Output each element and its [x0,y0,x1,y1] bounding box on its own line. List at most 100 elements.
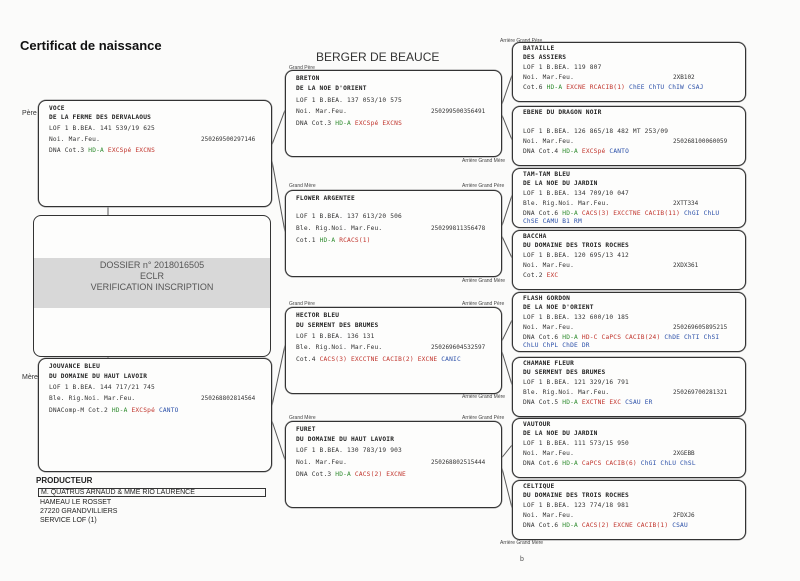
ag-name: EBENE DU DRAGON NOIR [523,109,602,116]
great-grandparent-box: EBENE DU DRAGON NOIR LOF 1 B.BEA. 126 865… [512,106,746,166]
mere-name: JOUVANCE BLEU [49,363,101,370]
title-segment: HD-A [562,522,582,529]
label-agp-4: Arrière Grand Père [462,415,505,421]
label-agp-3: Arrière Grand Père [462,301,505,307]
ag-kennel: DE LA NOE DU JARDIN [523,430,598,437]
label-grand-mere-2: Grand Mère [289,415,316,421]
page-title: Certificat de naissance [20,38,162,53]
ag-lof: LOF 1 B.BEA. 120 695/13 412 [523,252,629,259]
title-segment: HD-A [562,460,582,467]
ag-kennel: DE LA NOE D'ORIENT [523,304,594,311]
mere-color: Ble. Rig.Noi. Mar.Feu. [49,395,136,402]
title-segment: EXCSpé [131,407,159,414]
title-segment: CACS(2) EXCNE [354,471,406,478]
label-grand-pere-1: Grand Père [289,65,315,71]
dossier-status: VERIFICATION INSCRIPTION [90,282,214,292]
gm1-chip: 250299811356478 [431,225,486,232]
ag-titles: Cot.2 EXC [523,272,737,280]
title-segment: HD-A [562,210,582,217]
pere-chip: 250269500297146 [201,136,256,143]
gm1-color: Ble. Rig.Noi. Mar.Feu. [296,225,383,232]
gp1-chip: 250299500356491 [431,108,486,115]
footer-mark: b [520,556,524,563]
gp1-titles: DNA Cot.3 HD-A EXCSpé EXCNS [296,120,402,127]
ag-name: BATAILLE [523,45,555,52]
ag-lof: LOF 1 B.BEA. 126 865/18 482 MT 253/09 [523,128,669,135]
ag-titles: DNA Cot.6 HD-A HD-C CaPCS CACIB(24) ChDE… [523,334,737,350]
pere-box: VOCE DE LA FERME DES DERVALAOUS LOF 1 B.… [38,100,272,207]
label-agm-3: Arrière Grand Mère [462,394,506,400]
title-segment: Cot.4 [296,356,320,363]
mere-chip: 250268802814564 [201,395,256,402]
gp2-kennel: DU SERMENT DES BRUMES [296,322,379,329]
title-segment: HD-A [319,237,340,244]
ag-chip: 250269605895215 [673,324,728,331]
producer-address: HAMEAU LE ROSSET [40,499,112,506]
ag-kennel: DE LA NOE DU JARDIN [523,180,598,187]
title-segment: Cot.6 [523,84,547,91]
title-segment: EXCSpé EXCNS [107,147,156,154]
dossier-box: DOSSIER n° 2018016505 ECLR VERIFICATION … [33,215,271,357]
ag-titles: DNA Cot.5 HD-A EXCTNE EXC CSAU ER [523,399,737,407]
title-segment: Cot.2 [523,272,547,279]
ag-name: CHAMANE FLEUR [523,360,575,367]
gm2-name: FURET [296,426,316,433]
mere-box: JOUVANCE BLEU DU DOMAINE DU HAUT LAVOIR … [38,358,272,472]
gm2-titles: DNA Cot.3 HD-A CACS(2) EXCNE [296,471,406,478]
title-segment: ChEE ChTU ChIW CSAJ [629,84,704,91]
ag-color: Noi. Mar.Feu. [523,138,575,145]
title-segment: EXCTNE EXC [581,399,626,406]
producer-heading: PRODUCTEUR [36,476,93,485]
ag-lof: LOF 1 B.BEA. 119 807 [523,64,602,71]
dossier-code: ECLR [139,271,164,281]
ag-kennel: DU SERMENT DES BRUMES [523,369,606,376]
grand-mere-2-box: FURET DU DOMAINE DU HAUT LAVOIR LOF 1 B.… [285,421,502,508]
title-segment: ChGI ChLU ChSE CAMU B1 RM [523,210,720,225]
ag-titles: DNA Cot.6 HD-A CACS(2) EXCNE CACIB(1) CS… [523,522,737,530]
title-segment: CANTO [609,148,630,155]
label-grand-mere-1: Grand Mère [289,183,316,189]
title-segment: DNA Cot.3 [296,120,336,127]
title-segment: HD-A [562,399,582,406]
ag-color: Noi. Mar.Feu. [523,450,575,457]
title-segment: EXCSpé [581,148,610,155]
gp1-name: BRETON [296,75,320,82]
title-segment: CACS(3) EXCCTNE CACIB(2) EXCNE [319,356,442,363]
title-segment: CACS(2) EXCNE CACIB(1) [581,522,673,529]
ag-name: VAUTOUR [523,421,551,428]
title-segment: DNA Cot.6 [523,522,563,529]
title-segment: CACS(3) EXCCTNE CACIB(11) [581,210,684,217]
title-segment: HD-A [562,334,582,341]
label-agm-1: Arrière Grand Mère [462,158,506,164]
title-segment: CSAU [672,522,688,529]
title-segment: CANIC [441,356,461,363]
label-agp-top: Arrière Grand Père [500,38,543,44]
pere-side-label: Père [22,110,37,117]
producer-service: SERVICE LOF (1) [40,517,97,524]
ag-chip: 250268100060059 [673,138,728,145]
title-segment: CANTO [158,407,179,414]
ag-titles: Cot.6 HD-A EXCNE RCACIB(1) ChEE ChTU ChI… [523,84,737,92]
ag-kennel: DU DOMAINE DES TROIS ROCHES [523,242,629,249]
gm2-chip: 250268802515444 [431,459,486,466]
title-segment: ChDE ChTI ChSI ChLU ChPL ChDE DR [523,334,720,349]
title-segment: DNA Cot.5 [523,399,563,406]
ag-color: Ble. Rig.Noi. Mar.Feu. [523,200,610,207]
title-segment: DNA Cot.3 [296,471,336,478]
producer-name: M. QUATRUS ARNAUD & MME RIO LAURENCE [38,488,266,497]
ag-color: Noi. Mar.Feu. [523,512,575,519]
gm2-color: Noi. Mar.Feu. [296,459,348,466]
grand-mere-1-box: FLOWER ARGENTEE LOF 1 B.BEA. 137 613/20 … [285,190,502,277]
label-grand-pere-2: Grand Père [289,301,315,307]
gp2-color: Ble. Rig.Noi. Mar.Feu. [296,344,383,351]
pere-name: VOCE [49,105,65,112]
gm1-titles: Cot.1 HD-A RCACS(1) [296,237,371,244]
title-segment: DNA Cot.6 [523,460,563,467]
gp2-name: HECTOR BLEU [296,312,340,319]
